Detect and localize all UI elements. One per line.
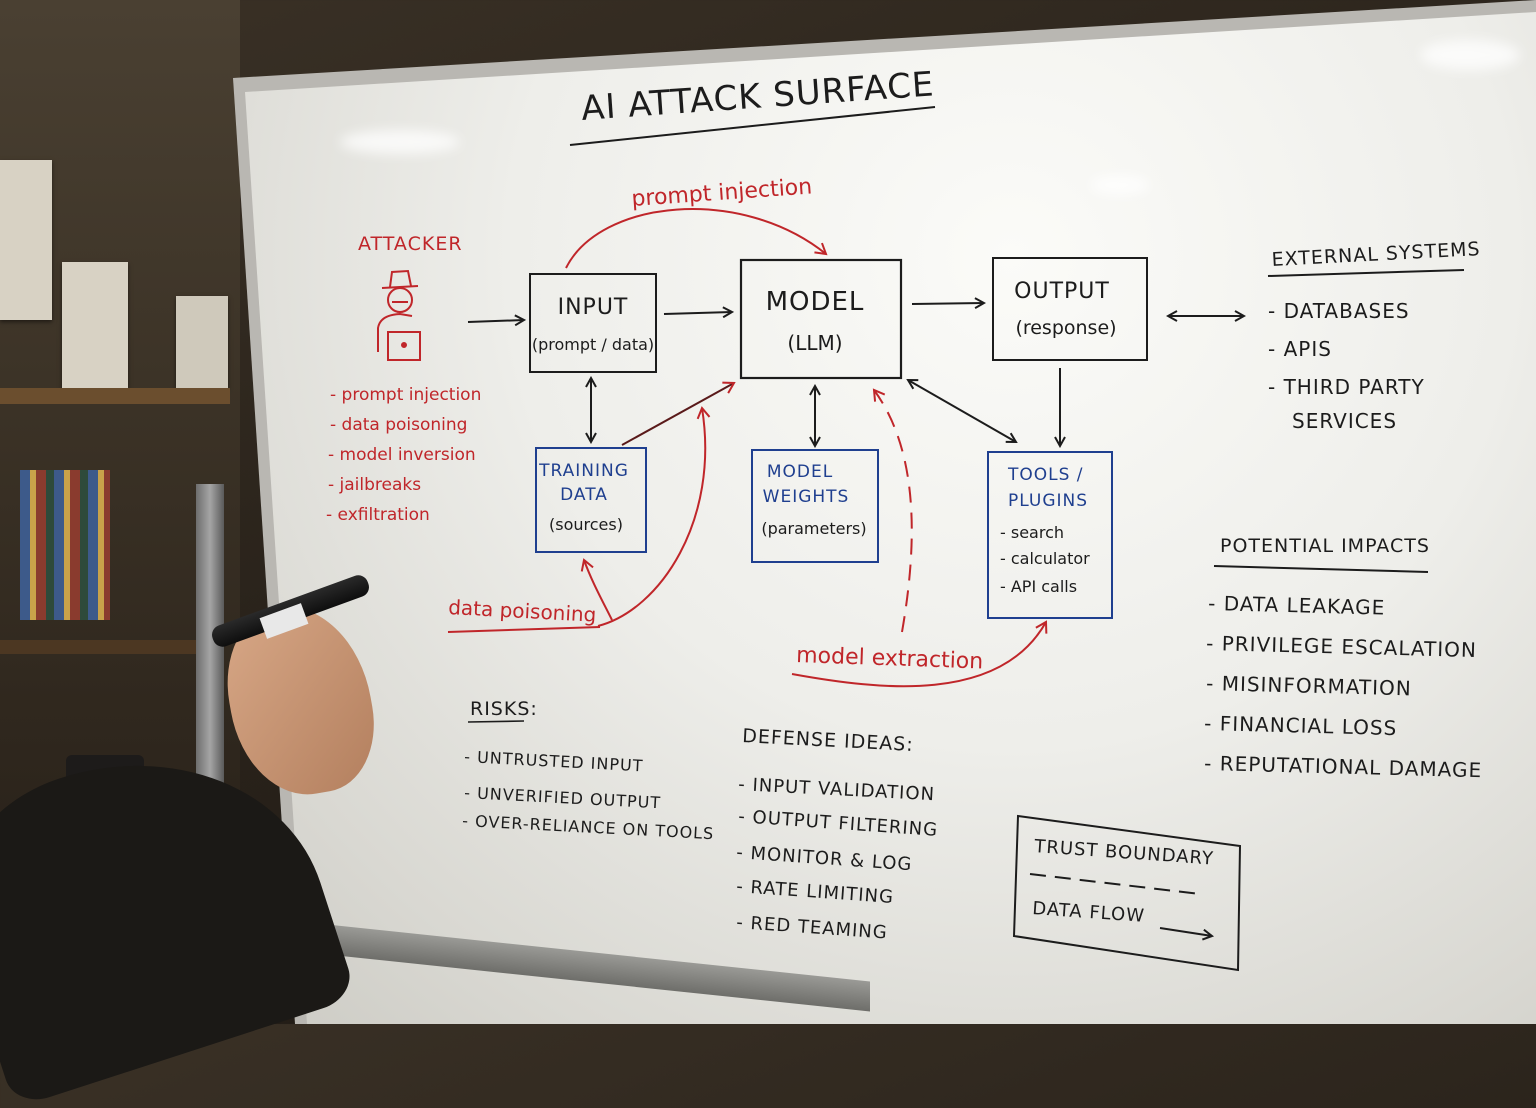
risks-heading: RISKS: [470, 698, 538, 720]
data-poisoning-label: data poisoning [448, 595, 597, 627]
data-poisoning-underline [447, 626, 601, 633]
lower-shelf [0, 640, 210, 654]
whiteboard [245, 12, 1536, 1024]
arrow-model-to-output [911, 303, 984, 304]
list-item: - UNTRUSTED INPUT [464, 747, 644, 775]
training-subtitle: (sources) [549, 515, 623, 534]
arrow-prompt-injection [565, 208, 828, 269]
list-item: - API calls [1000, 577, 1077, 596]
defense-ideas-section: DEFENSE IDEAS: - INPUT VALIDATION - OUTP… [736, 725, 939, 944]
arrow-extraction-to-tools [791, 620, 1048, 688]
model-weights-box: MODEL WEIGHTS (parameters) [751, 449, 879, 563]
external-underline [1267, 269, 1465, 277]
weights-subtitle: (parameters) [761, 519, 866, 538]
attacker-label: ATTACKER [358, 233, 463, 255]
list-item: - FINANCIAL LOSS [1204, 711, 1398, 740]
model-subtitle: (LLM) [787, 331, 842, 355]
list-item: - OVER-RELIANCE ON TOOLS [462, 811, 715, 843]
page-title: AI ATTACK SURFACE [580, 64, 936, 129]
impacts-heading: POTENTIAL IMPACTS [1220, 535, 1430, 557]
model-title: MODEL [766, 287, 865, 317]
legend-dashed-line [1029, 873, 1201, 895]
whiteboard-drawing: AI ATTACK SURFACE ATTACKER - prompt inje… [326, 64, 1483, 972]
light-glare [1090, 175, 1150, 195]
clipboard [62, 262, 128, 388]
title-underline [569, 106, 936, 146]
list-item: - DATA LEAKAGE [1208, 591, 1386, 620]
legend-data-flow: DATA FLOW [1032, 898, 1146, 927]
risks-underline [467, 720, 525, 723]
list-item: - calculator [1000, 549, 1090, 568]
wall-calendar [176, 296, 228, 388]
legend-trust-boundary: TRUST BOUNDARY [1033, 836, 1215, 870]
list-item: - INPUT VALIDATION [738, 774, 936, 805]
model-extraction-label: model extraction [796, 643, 984, 675]
tools-plugins-box: TOOLS / PLUGINS - search - calculator - … [987, 451, 1113, 619]
external-systems: EXTERNAL SYSTEMS - DATABASES - APIS - TH… [1267, 238, 1481, 433]
external-heading: EXTERNAL SYSTEMS [1271, 238, 1481, 271]
tools-line1: TOOLS / [1007, 465, 1084, 485]
input-subtitle: (prompt / data) [532, 335, 654, 354]
arrow-attacker-to-input [467, 320, 524, 322]
impacts-underline [1213, 565, 1429, 573]
list-item: - PRIVILEGE ESCALATION [1206, 631, 1477, 662]
risks-section: RISKS: - UNTRUSTED INPUT - UNVERIFIED OU… [462, 698, 715, 843]
list-item: - THIRD PARTY [1268, 375, 1425, 399]
arrow-model-extraction [872, 388, 913, 633]
list-item: - MISINFORMATION [1206, 671, 1412, 700]
light-glare [340, 130, 460, 154]
arrow-training-to-model [621, 381, 736, 446]
list-item: - model inversion [328, 445, 476, 465]
training-line1: TRAINING [538, 461, 629, 481]
attacker-threat-list: - prompt injection - data poisoning - mo… [326, 385, 481, 525]
list-item: - exfiltration [326, 505, 430, 525]
list-item: SERVICES [1292, 409, 1397, 433]
list-item: - APIS [1268, 337, 1332, 361]
list-item: - MONITOR & LOG [736, 842, 913, 875]
model-box: MODEL (LLM) [739, 258, 903, 380]
input-title: INPUT [558, 295, 629, 320]
tools-line2: PLUGINS [1008, 491, 1088, 511]
list-item: - data poisoning [330, 415, 467, 435]
weights-line1: MODEL [767, 462, 833, 482]
defense-heading: DEFENSE IDEAS: [742, 725, 915, 756]
list-item: - jailbreaks [328, 475, 421, 495]
potential-impacts: POTENTIAL IMPACTS - DATA LEAKAGE - PRIVI… [1204, 535, 1483, 782]
input-box: INPUT (prompt / data) [529, 273, 657, 373]
output-title: OUTPUT [1014, 279, 1110, 304]
output-box: OUTPUT (response) [992, 257, 1148, 361]
list-item: - prompt injection [330, 385, 481, 405]
arrow-input-to-model [663, 312, 732, 314]
training-data-box: TRAINING DATA (sources) [535, 447, 647, 553]
light-glare [1420, 40, 1520, 70]
wall-notice [0, 160, 52, 320]
arrow-data-poisoning-training [580, 558, 613, 621]
list-item: - REPUTATIONAL DAMAGE [1204, 751, 1483, 782]
weights-line2: WEIGHTS [763, 487, 850, 507]
list-item: - RATE LIMITING [736, 876, 895, 908]
list-item: - OUTPUT FILTERING [738, 806, 939, 841]
legend-box: TRUST BOUNDARY DATA FLOW [1012, 814, 1242, 972]
training-line2: DATA [560, 485, 608, 505]
list-item: - UNVERIFIED OUTPUT [464, 783, 662, 812]
books [20, 470, 110, 620]
arrow-model-tools [908, 380, 1016, 442]
output-subtitle: (response) [1015, 317, 1116, 339]
list-item: - search [1000, 523, 1064, 542]
legend-flow-arrow [1159, 927, 1212, 936]
shelf [0, 388, 230, 404]
attacker-icon [377, 269, 421, 361]
arrow-data-poisoning-model [597, 406, 711, 627]
list-item: - RED TEAMING [736, 912, 889, 944]
prompt-injection-label: prompt injection [631, 174, 813, 212]
list-item: - DATABASES [1268, 299, 1410, 323]
